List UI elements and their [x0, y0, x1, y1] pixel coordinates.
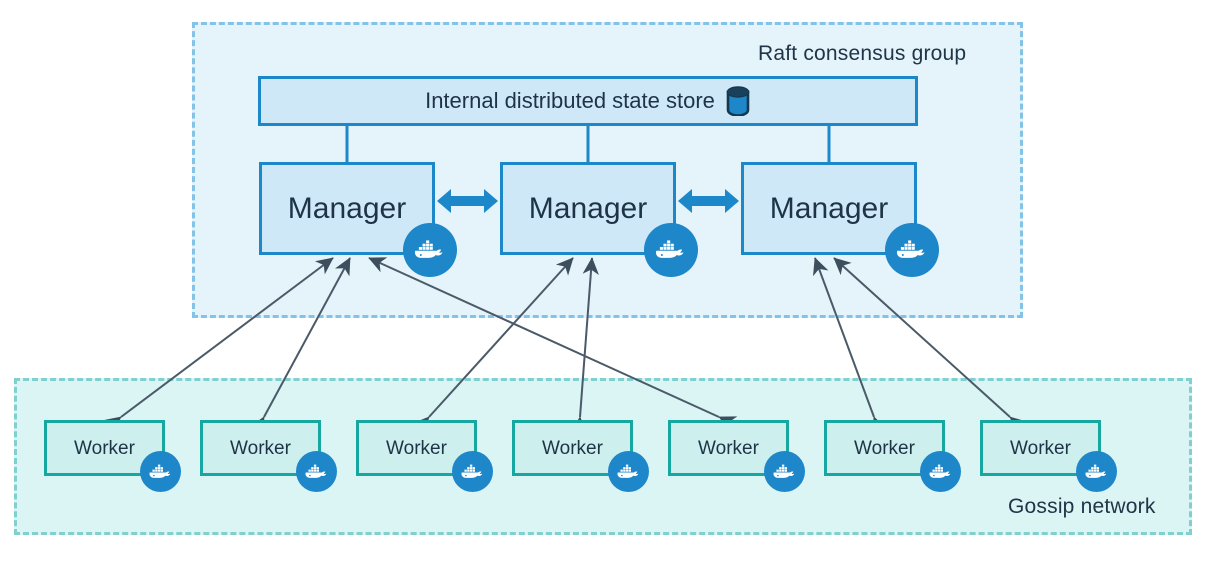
- worker-label: Worker: [698, 437, 759, 459]
- state-store-label: Internal distributed state store: [425, 88, 715, 113]
- docker-whale-icon: [764, 451, 806, 493]
- docker-whale-icon: [140, 451, 182, 493]
- manager-label: Manager: [528, 191, 648, 225]
- docker-whale-icon: [296, 451, 338, 493]
- worker-label: Worker: [230, 437, 291, 459]
- docker-whale-icon: [402, 222, 457, 277]
- internal-state-store-node[interactable]: Internal distributed state store: [258, 76, 918, 126]
- worker-node-2[interactable]: Worker: [200, 420, 321, 476]
- manager-label: Manager: [287, 191, 407, 225]
- docker-whale-icon: [920, 451, 962, 493]
- docker-whale-icon: [643, 222, 698, 277]
- worker-label: Worker: [1010, 437, 1071, 459]
- worker-label: Worker: [386, 437, 447, 459]
- worker-label: Worker: [854, 437, 915, 459]
- raft-group-label: Raft consensus group: [758, 42, 967, 65]
- manager-label: Manager: [769, 191, 889, 225]
- gossip-group-label: Gossip network: [1008, 495, 1156, 518]
- docker-whale-icon: [608, 451, 650, 493]
- worker-label: Worker: [542, 437, 603, 459]
- database-cylinder-icon: [725, 86, 751, 116]
- worker-label: Worker: [74, 437, 135, 459]
- docker-whale-icon: [1076, 451, 1118, 493]
- docker-whale-icon: [884, 222, 939, 277]
- worker-node-1[interactable]: Worker: [44, 420, 165, 476]
- docker-whale-icon: [452, 451, 494, 493]
